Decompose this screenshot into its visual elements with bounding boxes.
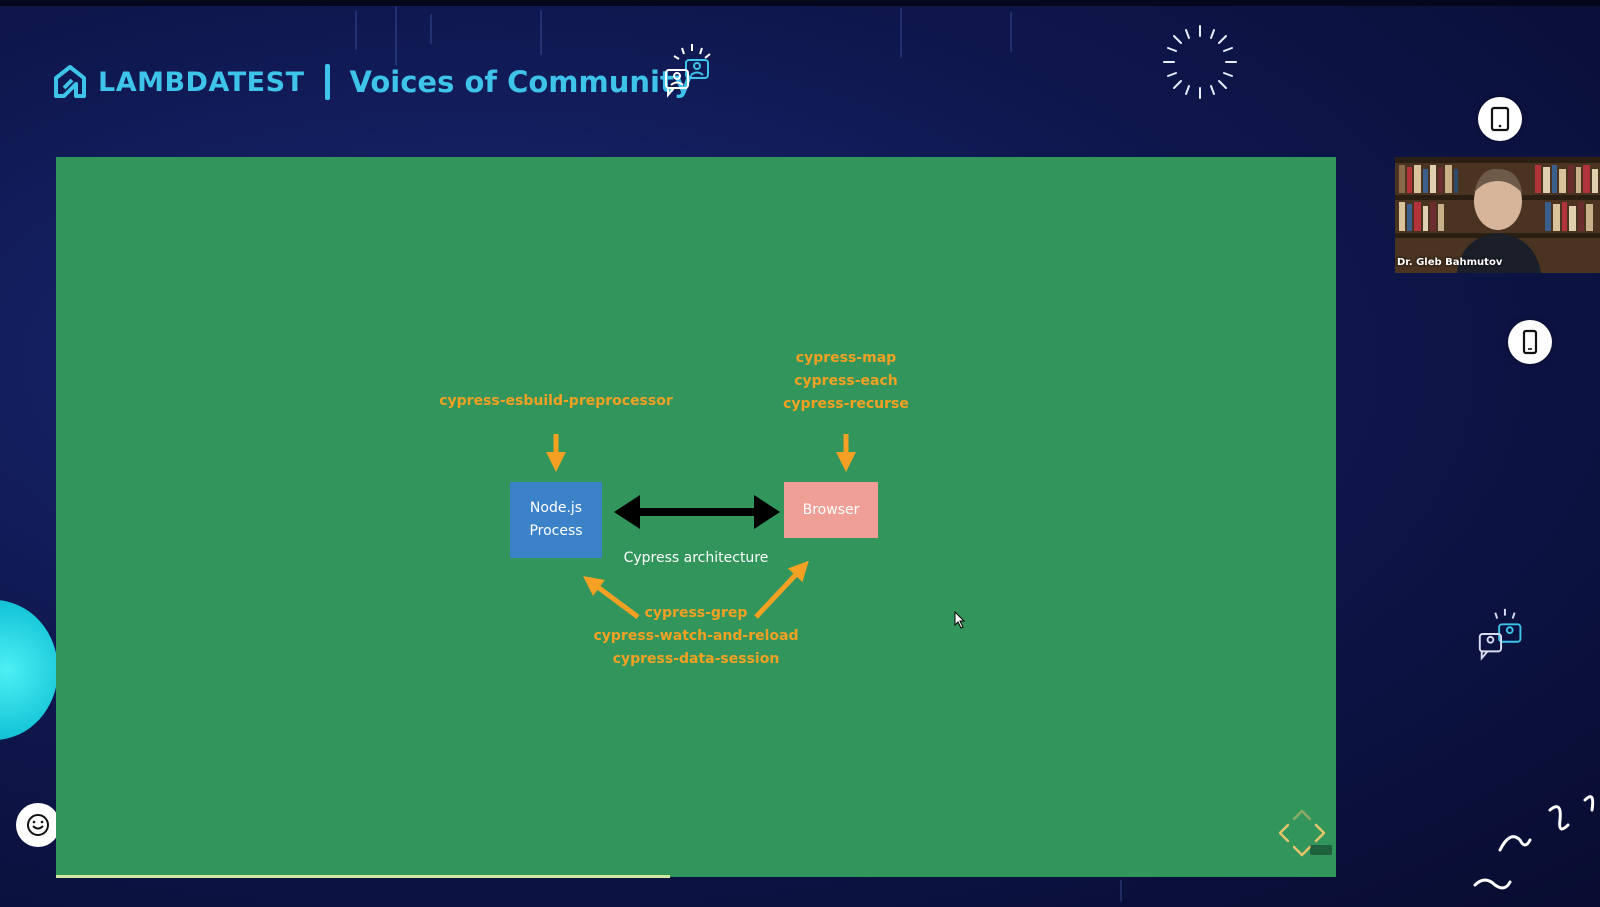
speaker-name-label: Dr. Gleb Bahmutov (1397, 257, 1503, 268)
side-decoration-circle (0, 600, 58, 740)
firework-burst-decoration (1163, 25, 1237, 99)
decorative-streak (900, 8, 902, 58)
brand-name: LAMBDATEST (98, 66, 305, 98)
lambdatest-logo-icon (54, 65, 86, 98)
preprocessor-label: cypress-esbuild-preprocessor (439, 393, 673, 409)
decorative-streak (540, 10, 542, 55)
scribble-decoration (1473, 795, 1595, 890)
brand-separator (324, 64, 330, 100)
top-border (0, 0, 1600, 6)
browser-box: Browser (784, 482, 878, 538)
plugin-label-recurse: cypress-recurse (783, 396, 909, 412)
tablet-view-button[interactable] (1478, 97, 1522, 141)
clock-icon (27, 814, 49, 836)
cursor-icon (954, 611, 966, 629)
decorative-streak (1010, 12, 1012, 52)
decorative-streak (430, 14, 432, 44)
decorative-streak (355, 10, 357, 50)
community-chat-icon (665, 44, 711, 98)
plugin-label-each: cypress-each (794, 373, 898, 389)
speaker-video-frame (1395, 157, 1600, 273)
plugin-label-map: cypress-map (795, 350, 897, 366)
phone-view-button[interactable] (1508, 320, 1552, 364)
speaker-video-tile[interactable] (1395, 157, 1600, 273)
node-box-line-2: Process (529, 523, 583, 539)
plugin-label-session: cypress-data-session (612, 651, 780, 667)
slide-nav-icon[interactable] (1276, 807, 1328, 859)
slide-number-badge (1310, 845, 1332, 855)
decorative-streak (1120, 880, 1122, 902)
presentation-slide: cypress-esbuild-preprocessor cypress-map… (56, 157, 1336, 877)
node-box-line-1: Node.js (529, 500, 583, 516)
slide-progress-bar (56, 875, 671, 878)
brand-header: LAMBDATEST Voices of Community (50, 60, 693, 104)
bidirectional-arrow (614, 495, 780, 529)
diagram-caption: Cypress architecture (623, 550, 769, 566)
page-title: Voices of Community (349, 65, 693, 99)
decorative-streak (395, 6, 397, 66)
tablet-icon (1490, 106, 1510, 132)
arrow-up-right (754, 560, 809, 619)
diagram-arrows (546, 434, 856, 620)
community-chat-icon-small (1478, 608, 1522, 661)
phone-icon (1522, 329, 1538, 355)
nodejs-process-box: Node.js Process (510, 482, 602, 558)
plugin-label-grep: cypress-grep (644, 605, 748, 621)
arrow-up-left (582, 576, 640, 620)
clock-button[interactable] (16, 803, 60, 847)
speaker-silhouette (1457, 168, 1541, 273)
plugin-label-watch: cypress-watch-and-reload (593, 628, 799, 644)
